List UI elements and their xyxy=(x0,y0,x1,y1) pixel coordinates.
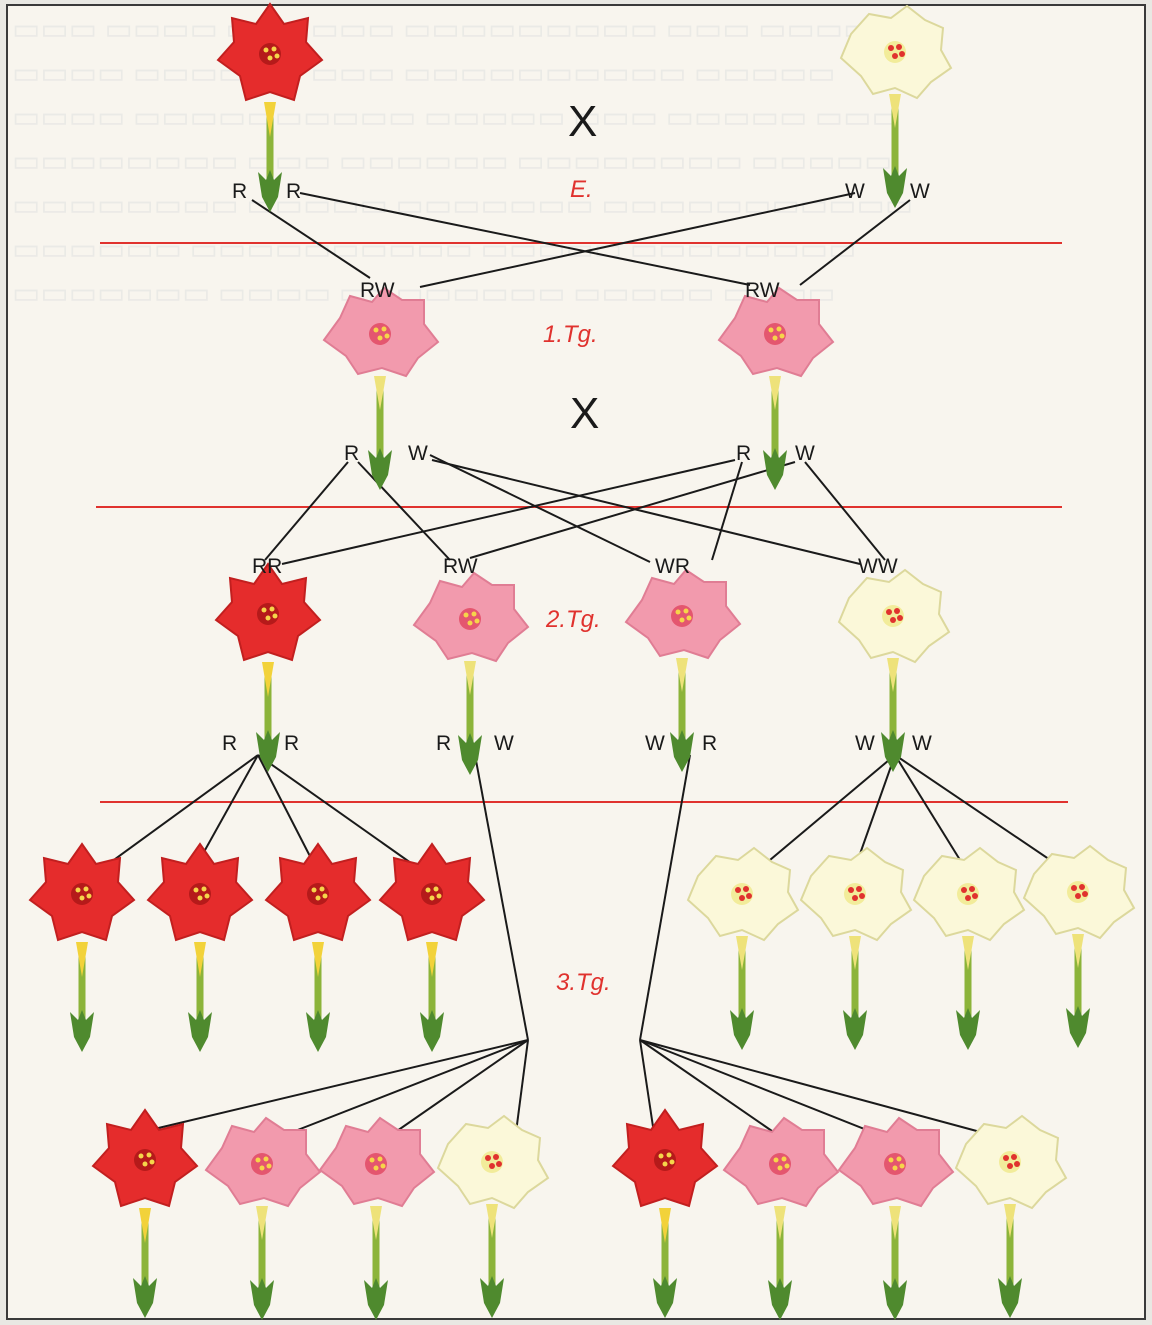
cross-lines xyxy=(99,192,1066,1141)
generation-label-1: 1.Tg. xyxy=(543,321,598,348)
gene-label: R xyxy=(436,732,451,755)
genotype-label: RW xyxy=(745,279,780,302)
gene-label: W xyxy=(855,732,875,755)
generation-label-e: E. xyxy=(570,176,593,203)
genotype-label: RW xyxy=(443,555,478,578)
gene-label: W xyxy=(408,442,428,465)
gene-label: W xyxy=(494,732,514,755)
genotype-label: RW xyxy=(360,279,395,302)
gen3-red-flower xyxy=(380,844,484,1052)
gene-label: R xyxy=(286,180,301,203)
gene-label: W xyxy=(910,180,930,203)
gen3-white-flower xyxy=(688,848,798,1050)
genotype-label: WR xyxy=(655,555,690,578)
gene-label: R xyxy=(344,442,359,465)
gene-label: R xyxy=(222,732,237,755)
gen3-white-flower xyxy=(956,1116,1066,1318)
gen3-white-flower xyxy=(801,848,911,1050)
gen3-red-flower xyxy=(30,844,134,1052)
gen3-pink-flower xyxy=(320,1118,434,1320)
gene-label: R xyxy=(284,732,299,755)
genotype-label: WW xyxy=(858,555,898,578)
parent-white-flower xyxy=(841,6,951,208)
gen2-pink-flower xyxy=(626,570,740,772)
gene-label: W xyxy=(845,180,865,203)
gen3-red-flower xyxy=(148,844,252,1052)
gen3-white-flower xyxy=(438,1116,548,1318)
gene-label: W xyxy=(795,442,815,465)
gene-label: W xyxy=(912,732,932,755)
gene-label: W xyxy=(645,732,665,755)
generation-label-3: 3.Tg. xyxy=(556,969,611,996)
gen3-red-flower xyxy=(266,844,370,1052)
gen3-pink-flower xyxy=(206,1118,320,1320)
gen3-red-flower xyxy=(613,1110,717,1318)
gen3-pink-flower xyxy=(724,1118,838,1320)
gen3-red-flower xyxy=(93,1110,197,1318)
gene-label: R xyxy=(232,180,247,203)
gen3-pink-flower xyxy=(839,1118,953,1320)
diagram-panel xyxy=(6,4,1146,1320)
cross-symbol: X xyxy=(568,97,597,146)
cross-symbol: X xyxy=(570,389,599,438)
gen3-white-flower xyxy=(914,848,1024,1050)
generation-label-2: 2.Tg. xyxy=(545,606,601,633)
gen3-white-flower xyxy=(1024,846,1134,1048)
genotype-label: RR xyxy=(252,555,282,578)
gene-label: R xyxy=(702,732,717,755)
gene-label: R xyxy=(736,442,751,465)
